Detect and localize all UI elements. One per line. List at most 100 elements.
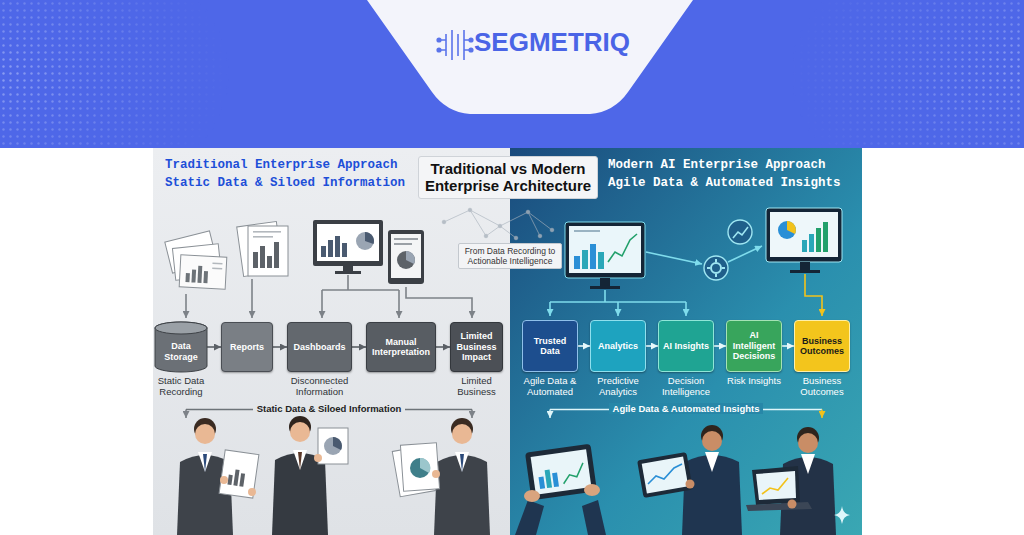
box-label: Dashboards	[293, 342, 345, 352]
user-with-tablet	[686, 480, 695, 489]
analytics-monitor	[569, 226, 641, 273]
businessman	[272, 416, 348, 535]
process-box: AI Intelligent Decisions	[726, 320, 782, 372]
businessman	[177, 418, 259, 535]
flow-arrows-right	[550, 290, 686, 302]
businessman	[272, 453, 328, 535]
process-box: Business Outcomes	[794, 320, 850, 372]
tablet-device	[388, 230, 424, 284]
stage-caption: Limited Business	[444, 376, 510, 398]
storage-cylinder: Data Storage	[155, 322, 207, 372]
diagram-title: Traditional vs Modern Enterprise Archite…	[418, 156, 598, 199]
tagline-note: From Data Recording to Actionable Intell…	[458, 243, 562, 269]
panel-heading: Traditional Enterprise Approach	[165, 157, 510, 175]
report-sheets	[267, 256, 272, 268]
header-band	[0, 0, 1024, 148]
tablet-device	[391, 234, 421, 278]
panel-heading: Agile Data & Automated Insights	[608, 175, 862, 193]
flow-arrows-left	[398, 290, 400, 318]
flow-arrows-left	[322, 275, 399, 290]
tablet-device	[394, 238, 418, 240]
desktop-monitor	[321, 246, 326, 257]
document-stack	[191, 269, 196, 282]
network-lines	[468, 208, 472, 212]
report-sheets	[260, 246, 265, 268]
insight-monitor	[790, 270, 820, 273]
insight-monitor	[766, 208, 842, 273]
logo-icon	[437, 30, 473, 60]
analytics-monitor	[590, 286, 620, 289]
desktop-monitor	[313, 220, 383, 274]
flow-arrow	[352, 346, 366, 348]
tablet-device	[394, 243, 412, 245]
flow-arrows-right	[685, 302, 687, 316]
network-lines	[526, 210, 530, 214]
insight-monitor	[802, 240, 807, 252]
hands-with-tablet	[539, 476, 546, 489]
network-lines	[514, 236, 518, 240]
box-label: Data Storage	[159, 341, 203, 362]
desktop-monitor	[343, 266, 353, 271]
panel-grounds	[510, 148, 862, 535]
sparkle-mark	[834, 506, 850, 524]
businessman	[219, 450, 259, 498]
businessman	[233, 469, 239, 485]
cylinder-body	[155, 322, 207, 372]
ai-icons	[733, 227, 748, 238]
user-with-laptop	[788, 500, 797, 509]
approach-panel: Modern AI Enterprise ApproachAgile Data …	[510, 148, 862, 535]
process-box: Limited Business Impact	[450, 322, 503, 372]
document-stack	[197, 266, 202, 283]
businessman	[248, 488, 256, 496]
box-label: Analytics	[598, 341, 638, 351]
panel-heading: Static Data & Siloed Information	[165, 175, 510, 193]
insight-monitor	[823, 222, 828, 252]
ai-icons	[704, 256, 728, 280]
desktop-monitor	[365, 232, 374, 244]
analytics-monitor	[590, 244, 596, 269]
flow-arrows-left	[185, 294, 187, 318]
box-label: AI Insights	[663, 341, 709, 351]
report-sheets	[274, 242, 279, 268]
insight-monitor	[778, 221, 796, 239]
insight-monitor	[800, 262, 810, 270]
flow-arrows-left	[406, 287, 472, 318]
user-with-laptop	[798, 433, 818, 453]
panel-grounds	[153, 148, 862, 535]
process-box: Dashboards	[287, 322, 352, 372]
network-lines	[498, 224, 502, 228]
document-stack	[165, 231, 227, 289]
businessman	[455, 452, 469, 472]
user-with-tablet	[642, 457, 689, 494]
user-with-tablet	[637, 452, 693, 498]
flow-arrows-left	[251, 279, 253, 318]
stage-caption: Disconnected Information	[287, 376, 353, 398]
hands-with-tablet	[515, 444, 606, 535]
panel-grounds	[153, 148, 510, 535]
flow-arrows-left	[186, 275, 472, 318]
user-with-laptop	[801, 454, 815, 474]
logo-icon	[446, 30, 464, 60]
businessman	[195, 424, 215, 444]
user-with-laptop	[756, 471, 796, 500]
brand-logo: SEGMETRIQ	[474, 29, 630, 55]
logo-icon	[469, 48, 473, 52]
analytics-monitor	[600, 278, 610, 286]
header-band	[0, 0, 1024, 148]
insight-monitor	[816, 228, 821, 252]
analytics-monitor	[598, 252, 604, 269]
tablet-device	[397, 251, 415, 269]
hands-with-tablet	[515, 500, 544, 535]
stage-caption: Static Data Recording	[148, 376, 214, 398]
ai-icons	[707, 259, 725, 277]
hands-with-tablet	[584, 484, 600, 496]
banner-line-right	[821, 410, 822, 419]
businessman	[290, 422, 310, 442]
document-stack	[185, 261, 222, 284]
flow-arrow	[714, 345, 726, 347]
network-lines	[442, 220, 446, 224]
flow-arrows-right	[617, 302, 619, 316]
tablet-device	[388, 230, 424, 284]
desktop-monitor	[335, 236, 340, 257]
